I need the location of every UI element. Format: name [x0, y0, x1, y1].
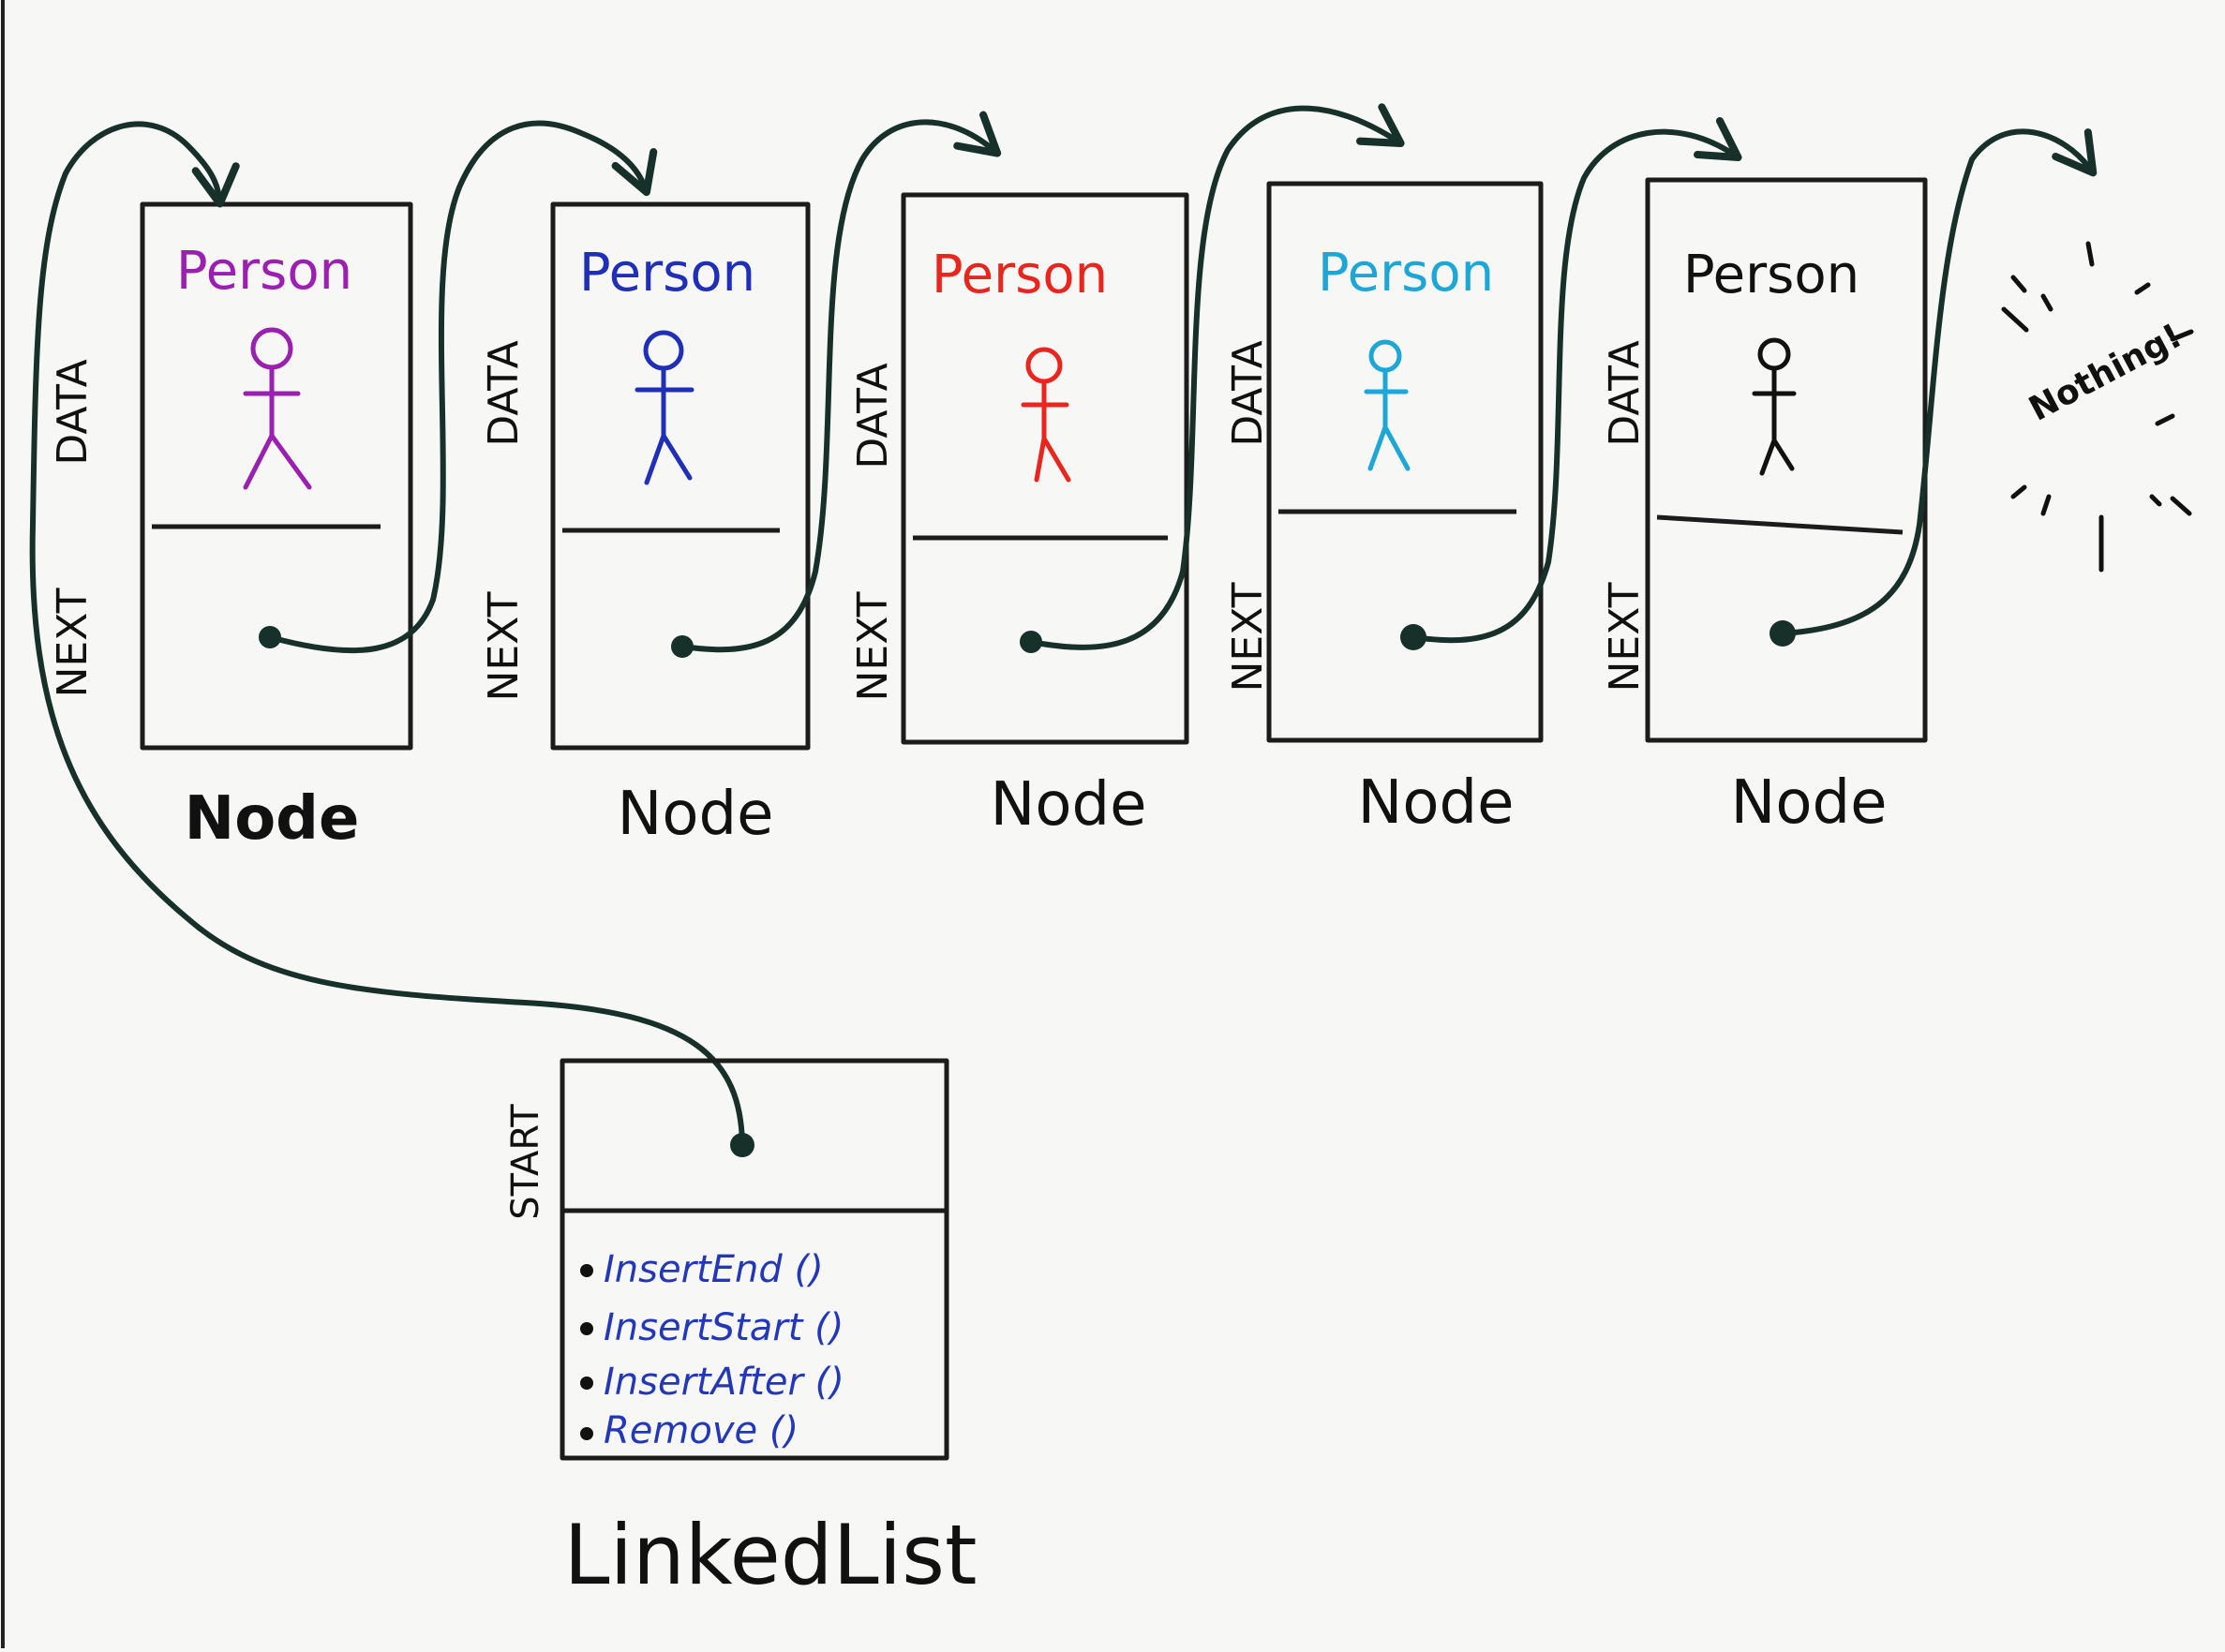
node-2: Person DATA NEXT Node	[849, 192, 1189, 840]
node-1-person-icon	[635, 330, 694, 485]
node-0-data-label: DATA	[49, 359, 97, 465]
start-label: START	[504, 1104, 547, 1220]
node-3-box	[1266, 181, 1544, 743]
linked-list-class: START InsertEnd () InsertStart () Insert…	[504, 1058, 978, 1603]
node-1-data-label: DATA	[480, 340, 528, 446]
node-4: Person DATA NEXT Node	[1601, 177, 1928, 838]
node-1-person-label: Person	[579, 243, 755, 304]
method-remove: Remove ()	[604, 1409, 799, 1452]
node-3-data-label: DATA	[1224, 340, 1272, 446]
method-insert-end: InsertEnd ()	[604, 1248, 824, 1291]
node-1-box	[550, 201, 811, 751]
node-3-caption: Node	[1357, 768, 1514, 838]
start-pointer	[730, 1133, 754, 1157]
node-2-data-label: DATA	[849, 363, 897, 469]
node-4-next-label: NEXT	[1601, 582, 1649, 692]
node-0-box	[140, 201, 413, 751]
arrow-node2-to-node3	[1028, 103, 1405, 650]
node-4-person-icon	[1752, 337, 1797, 476]
arrow-node3-to-node4	[1411, 117, 1742, 644]
method-bullet	[580, 1264, 593, 1277]
node-0-person-label: Person	[176, 241, 352, 302]
node-4-divider	[1656, 514, 1904, 535]
arrow-node0-to-node1	[267, 120, 658, 654]
linked-list-caption: LinkedList	[564, 1507, 978, 1603]
arrow-node4-to-nothing	[1780, 128, 2098, 636]
node-2-box	[901, 192, 1189, 745]
node-2-next-label: NEXT	[849, 591, 897, 701]
method-bullet	[580, 1377, 593, 1390]
node-1-next-label: NEXT	[480, 591, 528, 701]
node-0-person-icon	[243, 327, 312, 490]
arrow-start-to-node0	[29, 121, 745, 1146]
node-3-person-icon	[1364, 339, 1411, 471]
node-2-caption: Node	[990, 770, 1146, 840]
node-1-caption: Node	[617, 780, 773, 849]
node-2-person-label: Person	[932, 245, 1108, 305]
node-3: Person DATA NEXT Node	[1224, 181, 1544, 838]
nothing-label: Nothing!	[2023, 317, 2188, 429]
node-1: Person DATA NEXT Node	[480, 201, 811, 849]
method-bullet	[580, 1322, 593, 1335]
node-0-caption: Node	[185, 784, 360, 854]
node-0-next-label: NEXT	[49, 588, 97, 697]
node-3-person-label: Person	[1318, 243, 1494, 304]
linked-list-box	[560, 1058, 949, 1461]
null-terminator: Nothing!	[2001, 241, 2194, 573]
node-3-next-label: NEXT	[1224, 582, 1272, 692]
pointer-arrows	[29, 103, 2098, 1146]
node-2-person-icon	[1021, 347, 1071, 483]
arrow-node1-to-node2	[679, 111, 1002, 653]
method-insert-start: InsertStart ()	[604, 1306, 844, 1349]
node-4-data-label: DATA	[1601, 340, 1649, 446]
node-4-caption: Node	[1730, 768, 1887, 838]
node-4-person-label: Person	[1683, 245, 1859, 305]
node-0: Person DATA NEXT Node	[49, 201, 413, 854]
method-insert-after: InsertAfter ()	[604, 1361, 844, 1404]
method-bullet	[580, 1427, 593, 1440]
